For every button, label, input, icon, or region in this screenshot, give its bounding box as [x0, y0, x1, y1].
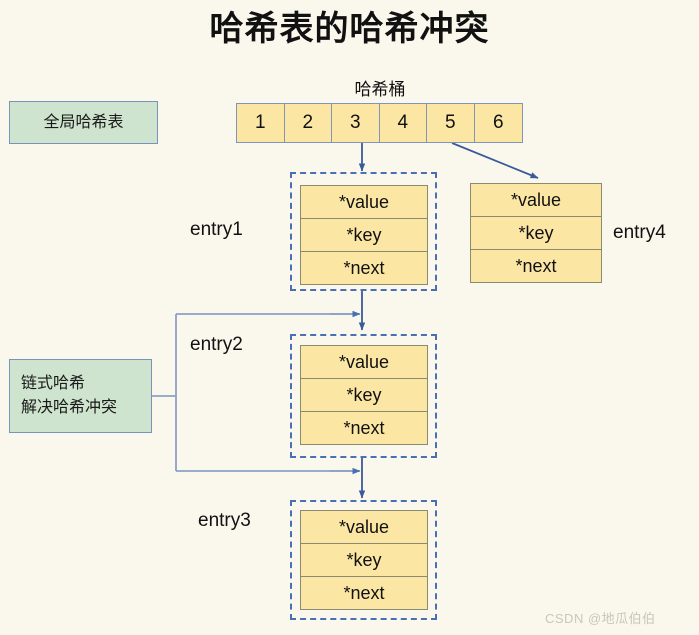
entry4-node[interactable]: *value *key *next — [470, 183, 602, 283]
entry2-label: entry2 — [190, 334, 243, 355]
entry3-field-key: *key — [301, 544, 427, 577]
bucket-cell-2[interactable]: 2 — [284, 104, 332, 142]
note-global-hash-table: 全局哈希表 — [9, 101, 158, 144]
entry1-field-next: *next — [343, 258, 385, 278]
bucket-cell-6[interactable]: 6 — [474, 104, 522, 142]
arrow-bucket5-to-entry4 — [451, 142, 539, 179]
note-chained-hash-resolution: 链式哈希 解决哈希冲突 — [9, 359, 152, 433]
entry3-label: entry3 — [198, 510, 251, 531]
entry4-field-next: *next — [515, 256, 557, 276]
entry2-node[interactable]: *value *key *next — [300, 345, 428, 445]
entry1-dashed-group — [290, 172, 437, 291]
entry1-node[interactable]: *value *key *next — [300, 185, 428, 285]
entry4-label: entry4 — [613, 222, 666, 243]
entry2-dashed-group — [290, 334, 437, 458]
bucket-cell-3[interactable]: 3 — [332, 104, 380, 142]
entry4-field-key: *key — [471, 217, 601, 250]
entry1-label: entry1 — [190, 219, 243, 240]
connector-chain-note-bracket — [152, 313, 355, 472]
hash-bucket-label: 哈希桶 — [354, 80, 406, 99]
watermark: CSDN @地瓜伯伯 — [545, 611, 656, 626]
entry3-field-next: *next — [343, 583, 385, 603]
entry2-field-key: *key — [301, 379, 427, 412]
bucket-cell-5[interactable]: 5 — [427, 104, 475, 142]
entry4-field-value: *value — [471, 184, 601, 217]
entry3-dashed-group — [290, 500, 437, 620]
hash-bucket-array: 1 2 3 4 5 6 — [236, 103, 523, 143]
entry2-field-next: *next — [343, 418, 385, 438]
entry3-field-value: *value — [301, 511, 427, 544]
entry1-field-value: *value — [301, 186, 427, 219]
entry2-field-value: *value — [301, 346, 427, 379]
bucket-cell-1[interactable]: 1 — [237, 104, 285, 142]
bucket-cell-4[interactable]: 4 — [379, 104, 427, 142]
page-title: 哈希表的哈希冲突 — [209, 10, 490, 48]
entry3-node[interactable]: *value *key *next — [300, 510, 428, 610]
entry1-field-key: *key — [301, 219, 427, 252]
